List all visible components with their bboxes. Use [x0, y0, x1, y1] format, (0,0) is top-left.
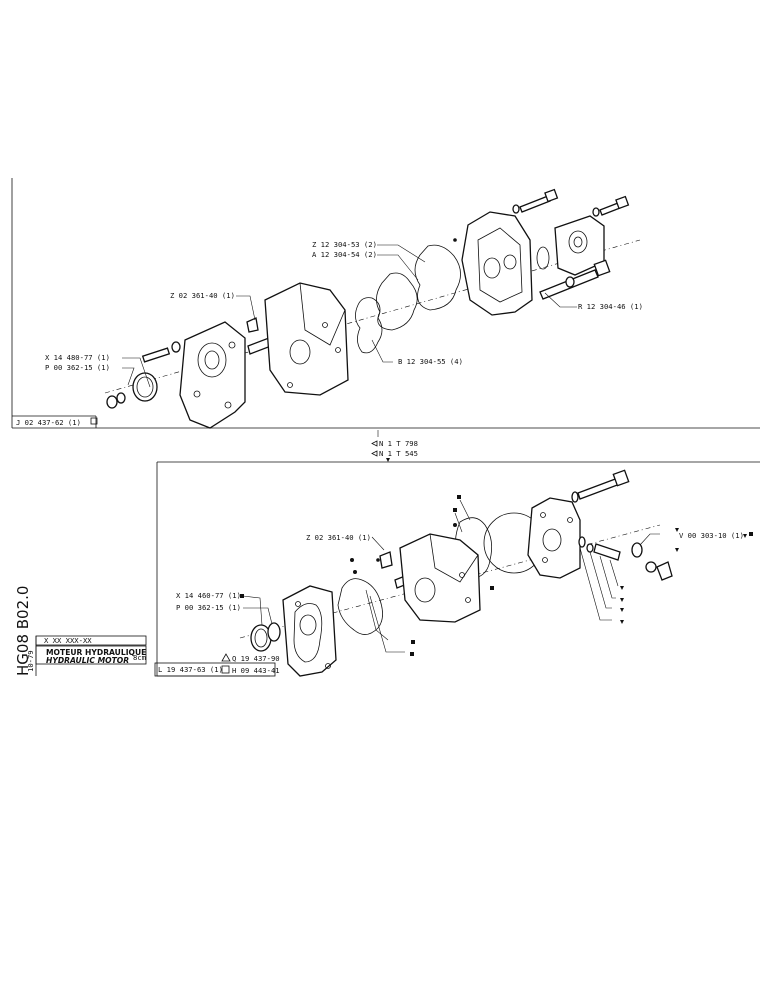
- top-left-fasteners: [106, 341, 181, 409]
- label-valve: V 00 303-10 (1): [679, 531, 744, 540]
- bottom-end-plate: [282, 585, 337, 677]
- triangle-ref-marker: [221, 653, 231, 662]
- valve-square-marker: [749, 532, 753, 536]
- title-block: [35, 635, 276, 677]
- top-assembly-frame: [11, 178, 760, 429]
- bottom-callouts: [242, 499, 660, 653]
- serial-marks: [371, 430, 390, 462]
- serial-upto: N 1 T 798: [379, 439, 418, 448]
- sheet-date: 10-79: [26, 650, 35, 672]
- bottom-key: [379, 551, 393, 569]
- top-long-bolts: [512, 188, 630, 300]
- bottom-front-cover: [527, 497, 581, 579]
- label-ring-top: P 00 362-15 (1): [45, 363, 110, 372]
- bottom-bullet-markers: [350, 495, 679, 656]
- bottom-long-bolt: [571, 469, 630, 503]
- label-gasket-a: A 12 304-54 (2): [312, 250, 377, 259]
- assembly-ref-box: [90, 417, 98, 425]
- label-ring-bottom: P 00 362-15 (1): [176, 603, 241, 612]
- bottom-gear-housing: [399, 533, 481, 623]
- top-right-plate: [536, 215, 605, 276]
- top-end-plate: [179, 321, 246, 429]
- seal-square-marker: [240, 594, 244, 598]
- kit-ref: L 19 437-63 (1): [158, 665, 223, 674]
- label-gasket-b: B 12 304-55 (4): [398, 357, 463, 366]
- name-fr: MOTEUR HYDRAULIQUE: [46, 648, 146, 657]
- top-key: [246, 317, 259, 333]
- top-front-cover: [453, 211, 533, 316]
- triangle-ref: Q 19 437-90: [232, 654, 280, 663]
- top-gaskets: [355, 244, 461, 354]
- label-key-bottom: Z 02 361-40 (1): [306, 533, 371, 542]
- label-key-top: Z 02 361-40 (1): [170, 291, 235, 300]
- label-seal-bottom: X 14 460-77 (1): [176, 591, 241, 600]
- displacement: 8cm: [133, 653, 146, 662]
- bottom-valve-parts: [578, 536, 673, 581]
- square-ref-marker: [221, 665, 230, 674]
- sheet-code: HG08 B02.0: [14, 586, 32, 676]
- bottom-seals: [250, 622, 281, 652]
- top-gear-housing: [264, 282, 349, 396]
- label-seal-top: X 14 480-77 (1): [45, 353, 110, 362]
- label-cover-r: R 12 304-46 (1): [578, 302, 643, 311]
- name-en: HYDRAULIC MOTOR: [46, 656, 129, 665]
- code-pattern: X XX XXX-XX: [44, 636, 92, 645]
- valve-triangle-marker: [743, 534, 747, 538]
- serial-from: N 1 T 545: [379, 449, 418, 458]
- top-callouts: [122, 244, 577, 388]
- square-ref: H 09 443-41: [232, 666, 280, 675]
- label-gasket-z: Z 12 304-53 (2): [312, 240, 377, 249]
- label-assembly-ref: J 02 437-62 (1): [16, 418, 81, 427]
